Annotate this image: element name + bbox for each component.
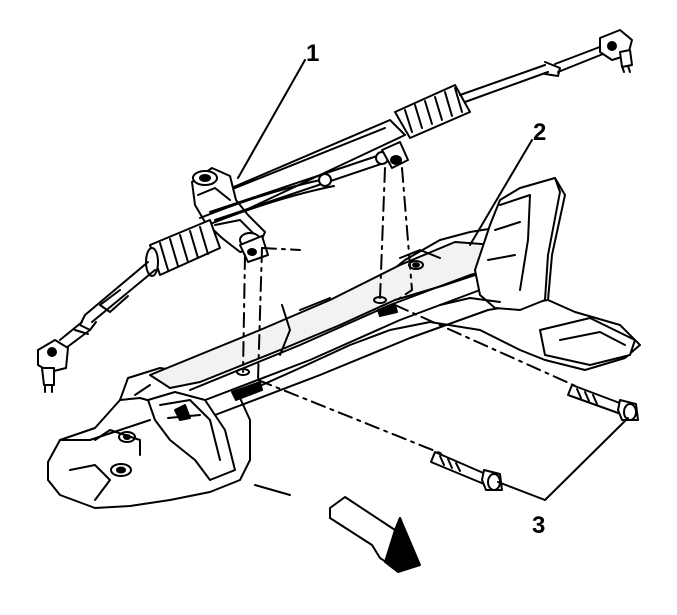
crossmember	[47, 177, 641, 509]
leader-3b	[544, 417, 629, 501]
mounting-bolts	[430, 384, 639, 491]
callout-3: 3	[532, 512, 546, 539]
alignment-lines	[242, 167, 581, 456]
steering-gear	[37, 29, 633, 393]
leader-3a	[497, 481, 546, 501]
bolt-lower	[430, 451, 503, 491]
forward-direction-arrow	[329, 496, 421, 573]
callout-1: 1	[306, 40, 320, 67]
bolt-upper	[567, 384, 639, 421]
leader-1	[237, 59, 306, 179]
callout-2: 2	[533, 119, 547, 146]
leader-lines	[237, 59, 629, 501]
leader-2	[469, 139, 533, 246]
